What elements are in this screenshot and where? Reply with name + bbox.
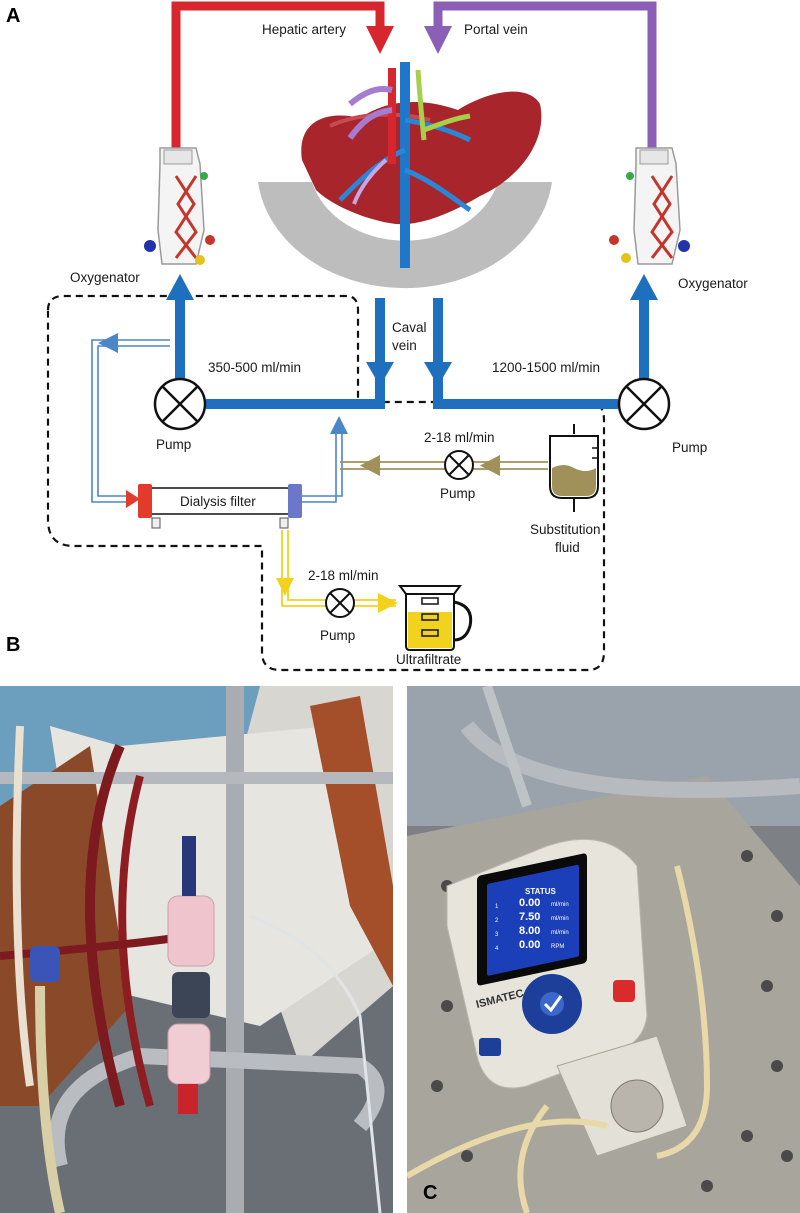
left-pump-icon <box>153 377 207 431</box>
hepatic-artery-label: Hepatic artery <box>262 22 346 37</box>
pump-row-index: 3 <box>495 932 499 938</box>
right-pump-label: Pump <box>672 440 707 455</box>
left-pump-label: Pump <box>156 437 191 452</box>
ultrafiltrate-pump-label: Pump <box>320 628 355 643</box>
substitution-arrow-left <box>360 455 380 476</box>
pump-row-unit: RPM <box>551 944 564 950</box>
caval-vein-label-line2: vein <box>392 338 417 353</box>
arrow-to-left-oxygenator <box>166 274 194 300</box>
ultrafiltrate-flow-rate: 2-18 ml/min <box>308 568 379 583</box>
pump-display-status: STATUS <box>525 887 556 896</box>
pump-row-value: 8.00 <box>519 925 540 937</box>
portal-vein-label: Portal vein <box>464 22 528 37</box>
pump-row-index: 1 <box>495 904 499 910</box>
right-pump-icon <box>617 377 671 431</box>
dialysis-filter <box>138 484 302 529</box>
ultrafiltrate-arrow-down <box>276 578 294 596</box>
dialysate-lines <box>91 339 343 503</box>
portal-vein-line <box>424 1 657 150</box>
portal-flow-rate: 1200-1500 ml/min <box>492 360 600 375</box>
ultrafiltrate-label: Ultrafiltrate <box>396 652 461 667</box>
caval-arrow-right <box>424 362 452 386</box>
left-oxygenator-icon <box>144 147 215 265</box>
panel-label-b: B <box>6 634 21 656</box>
pump-row-unit: ml/min <box>551 902 569 908</box>
pump-row-unit: ml/min <box>551 916 569 922</box>
substitution-flow-rate: 2-18 ml/min <box>424 430 495 445</box>
pump-row-index: 2 <box>495 918 499 924</box>
blood-flow-lines <box>175 298 649 409</box>
caval-arrow-left <box>366 362 394 386</box>
pump-row-value: 7.50 <box>519 911 540 923</box>
right-oxygenator-label: Oxygenator <box>678 276 748 291</box>
arrow-to-right-oxygenator <box>630 274 658 300</box>
caval-vein-label-line1: Caval <box>392 320 427 335</box>
substitution-pump-label: Pump <box>440 486 475 501</box>
pump-row-value: 0.00 <box>519 939 540 951</box>
ultrafiltrate-arrow-right <box>378 593 398 613</box>
substitution-arrow-right <box>480 455 500 476</box>
organ-basin <box>258 182 552 289</box>
panel-label-c: C <box>423 1182 438 1204</box>
pump-row-value: 0.00 <box>519 897 540 909</box>
ultrafiltrate-jug-icon <box>398 585 473 651</box>
dialysate-arrow-left <box>98 333 118 353</box>
substitution-fluid-label-line2: fluid <box>555 540 580 555</box>
photo-dialysis-filter-setup <box>0 686 393 1213</box>
substitution-fluid-label-line1: Substitution <box>530 522 601 537</box>
substitution-bag-icon <box>549 424 599 512</box>
hepatic-artery-line <box>171 1 394 150</box>
pump-row-index: 4 <box>495 946 499 952</box>
photo-peristaltic-pump: STATUS 1 0.00 ml/min 2 7.50 ml/min 3 8.0… <box>407 686 800 1213</box>
substitution-pump-icon <box>444 450 474 480</box>
dialysis-circuit-boundary <box>46 294 606 672</box>
arterial-flow-rate: 350-500 ml/min <box>208 360 301 375</box>
ultrafiltrate-line <box>281 530 396 607</box>
dialysate-arrow-up <box>330 416 348 434</box>
pump-row-unit: ml/min <box>551 930 569 936</box>
panel-label-a: A <box>6 5 20 27</box>
liver-illustration <box>301 62 542 268</box>
perfusion-circuit-diagram: A Hepatic artery Portal vein <box>6 1 748 672</box>
ultrafiltrate-pump-icon <box>325 588 355 618</box>
dialysis-filter-label: Dialysis filter <box>180 494 256 509</box>
dialysate-arrow-filter <box>126 490 140 508</box>
right-oxygenator-icon <box>609 147 690 265</box>
left-oxygenator-label: Oxygenator <box>70 270 140 285</box>
